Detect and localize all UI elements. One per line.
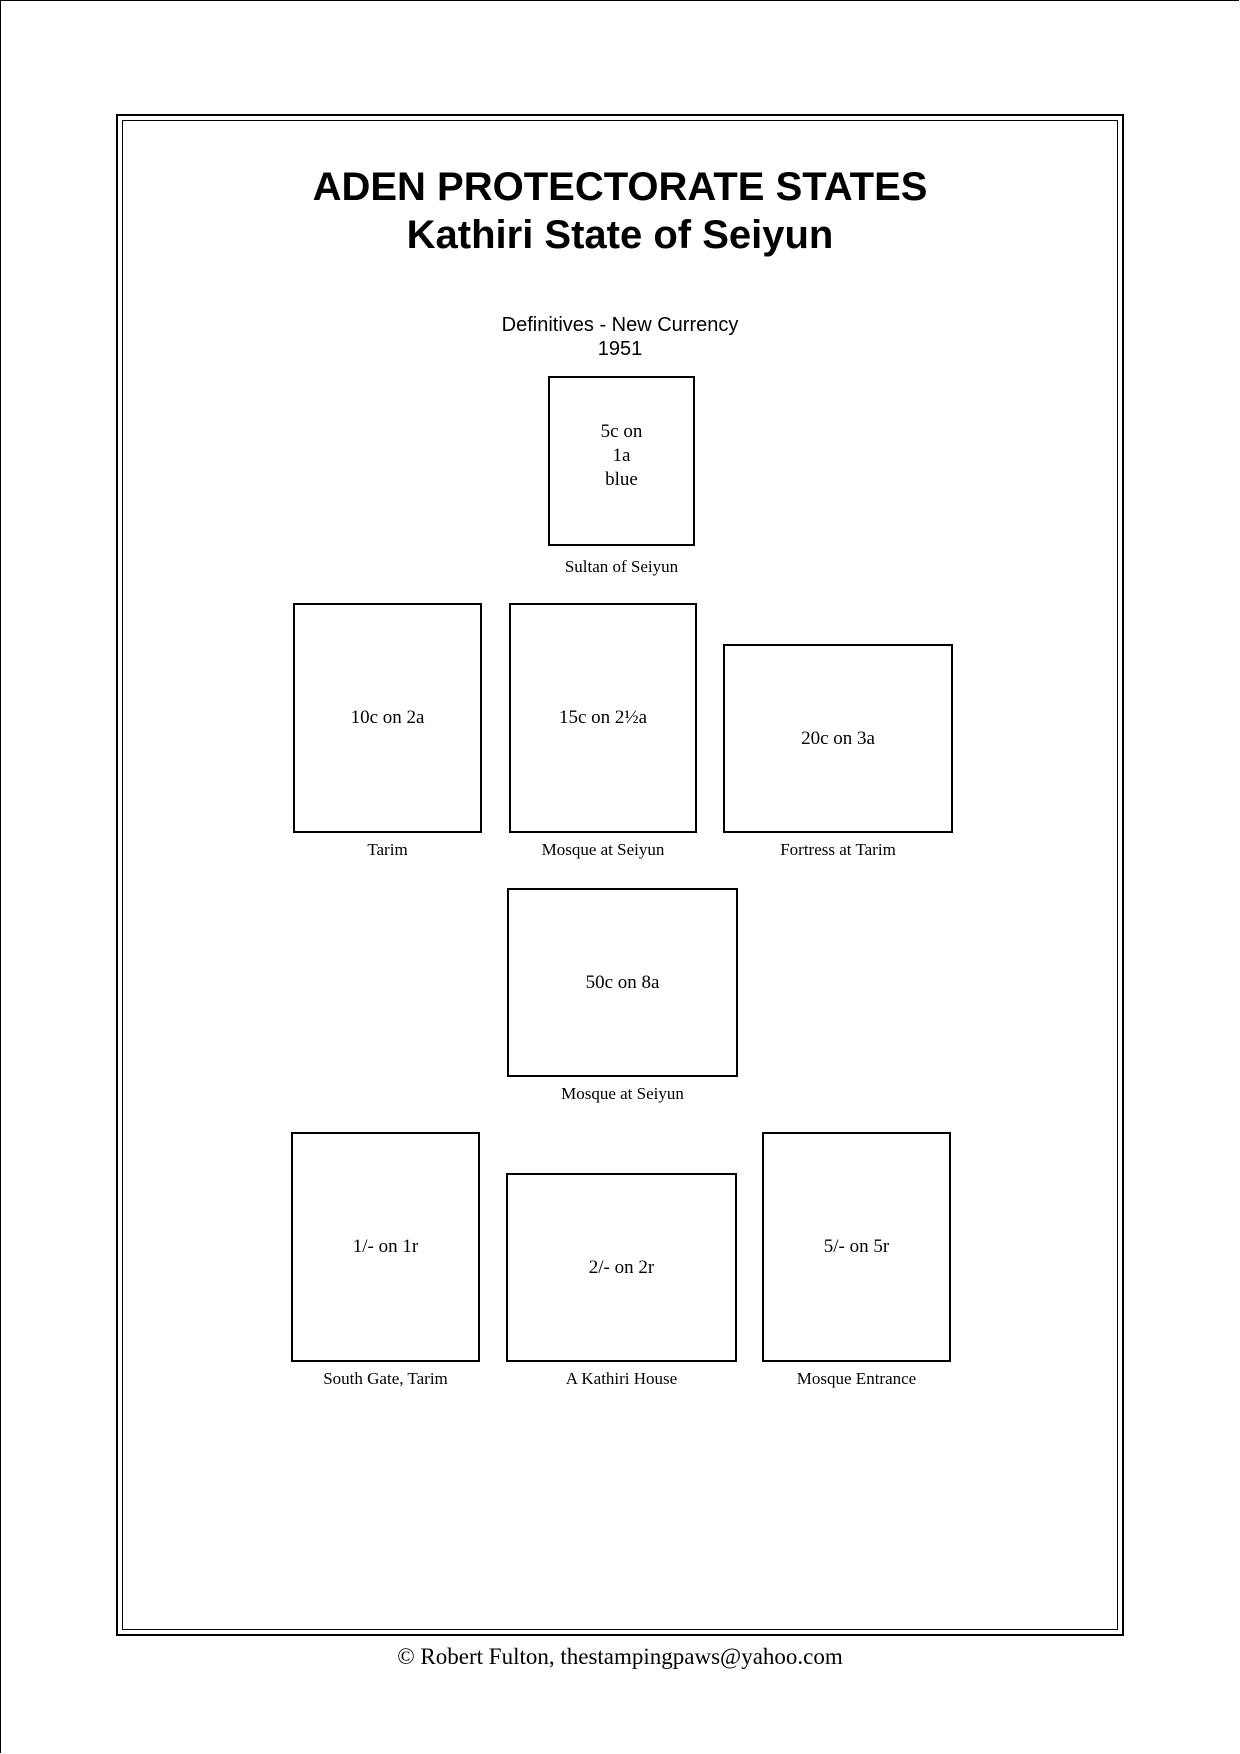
- stamp-caption: Mosque Entrance: [796, 1369, 917, 1388]
- stamp-box-15c: 15c on 2½a: [509, 603, 697, 833]
- stamp-box-20c: 20c on 3a: [723, 644, 953, 833]
- stamp-caption: Fortress at Tarim: [780, 840, 896, 859]
- stamp-value: 5c on 1a blue: [600, 421, 643, 490]
- stamp-value: 2/- on 2r: [588, 1256, 655, 1278]
- page-subtitle: Kathiri State of Seiyun: [406, 213, 834, 257]
- stamp-box-50c: 50c on 8a: [507, 888, 738, 1077]
- stamp-caption: Mosque at Seiyun: [541, 840, 665, 859]
- stamp-box-1s: 1/- on 1r: [291, 1132, 480, 1362]
- section-year: 1951: [597, 338, 643, 360]
- stamp-caption: South Gate, Tarim: [323, 1369, 448, 1388]
- stamp-box-10c: 10c on 2a: [293, 603, 482, 833]
- page-border-inner: [122, 120, 1118, 1630]
- stamp-caption: Sultan of Seiyun: [564, 557, 679, 576]
- stamp-value: 5/- on 5r: [823, 1236, 890, 1257]
- section-heading: Definitives - New Currency: [501, 314, 739, 336]
- page-title: ADEN PROTECTORATE STATES: [312, 165, 928, 209]
- stamp-value: 20c on 3a: [801, 727, 875, 749]
- stamp-box-5s: 5/- on 5r: [762, 1132, 951, 1362]
- stamp-caption: A Kathiri House: [565, 1369, 678, 1388]
- stamp-box-2s: 2/- on 2r: [506, 1173, 737, 1362]
- stamp-value: 10c on 2a: [350, 707, 425, 728]
- stamp-caption: Mosque at Seiyun: [561, 1084, 684, 1103]
- copyright-notice: © Robert Fulton, thestampingpaws@yahoo.c…: [397, 1644, 843, 1669]
- stamp-caption: Tarim: [367, 840, 408, 859]
- stamp-value: 1/- on 1r: [352, 1236, 419, 1257]
- page-border-outer: [116, 114, 1124, 1636]
- stamp-value: 15c on 2½a: [558, 707, 648, 728]
- stamp-box-5c: 5c on 1a blue: [548, 376, 695, 546]
- stamp-value: 50c on 8a: [585, 971, 660, 993]
